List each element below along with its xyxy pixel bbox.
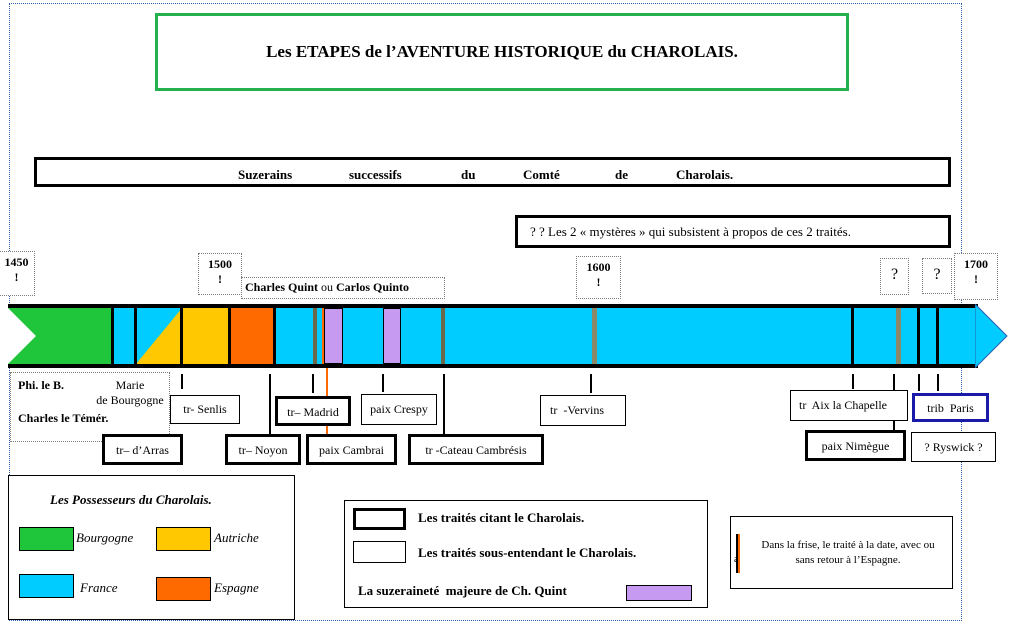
treaty-arras: tr– d’Arras <box>102 434 183 465</box>
swatch-traite-sous-entendant <box>353 541 406 563</box>
treaty-cambrai: paix Cambrai <box>306 434 397 465</box>
bar-tick-cambrai <box>322 308 324 364</box>
legend-suzerainete: La suzeraineté majeure de Ch. Quint <box>358 583 567 598</box>
bar-tick-arras <box>111 308 114 364</box>
timeline-bar <box>8 304 978 368</box>
connector-paris <box>937 374 939 391</box>
treaty-madrid: tr– Madrid <box>275 396 351 426</box>
bar-tick-paris <box>936 308 939 364</box>
page-title: Les ETAPES de l’AVENTURE HISTORIQUE du C… <box>155 13 849 91</box>
connector-noyon <box>269 374 271 436</box>
bar-tick-vervins <box>592 308 597 364</box>
mysteres-box: ? ? Les 2 « mystères » qui subsistent à … <box>515 215 951 248</box>
page-title-text: Les ETAPES de l’AVENTURE HISTORIQUE du C… <box>266 42 738 61</box>
legend-traite-citant: Les traités citant le Charolais. <box>418 510 585 525</box>
suzerains-word-4: Comté <box>523 167 560 182</box>
swatch-espagne <box>156 577 211 601</box>
treaty-ryswick: ? Ryswick ? <box>911 432 996 462</box>
treaty-cateau-cambresis: tr -Cateau Cambrésis <box>408 434 544 465</box>
legend-traites: Les traités citant le Charolais. Les tra… <box>344 500 708 608</box>
label-phi-le-b: Phi. le B. <box>18 378 65 392</box>
treaty-aix-la-chapelle: tr Aix la Chapelle <box>790 390 908 421</box>
bar-tick-marie <box>134 308 137 364</box>
charles-quint-block-1 <box>324 308 343 364</box>
charles-quint-name: Charles Quint <box>245 280 319 294</box>
bar-tick-madrid <box>313 308 317 364</box>
swatch-suzerainete <box>626 585 692 601</box>
date-1600: 1600 ! <box>576 256 621 299</box>
connector-vervins <box>590 374 592 393</box>
date-1700: 1700 ! <box>954 253 998 300</box>
swatch-bourgogne <box>19 527 74 551</box>
legend-possesseurs: Les Possesseurs du Charolais. Bourgogne … <box>8 475 295 620</box>
swatch-traite-citant <box>353 508 406 530</box>
connector-senlis <box>181 374 183 389</box>
treaty-paris: trib Paris <box>912 393 989 422</box>
mysteres-text: ? ? Les 2 « mystères » qui subsistent à … <box>530 224 851 239</box>
connector-ryswick <box>918 374 920 391</box>
suzerains-word-1: Suzerains <box>238 167 293 182</box>
connector-aix <box>852 374 854 389</box>
dukes-label-box: Phi. le B. Marie de Bourgogne Charles le… <box>10 372 170 442</box>
mystery-mark-2: ? <box>922 258 952 294</box>
label-charles-le-temer: Charles le Témér. <box>18 411 109 425</box>
treaty-crespy: paix Crespy <box>361 394 437 425</box>
bar-tick-senlis <box>180 308 183 364</box>
legend-autriche: Autriche <box>214 530 259 545</box>
swatch-autriche <box>156 527 211 551</box>
bar-tick-nimegue <box>896 308 901 364</box>
treaty-nimegue: paix Nimègue <box>805 430 906 461</box>
frise-sample-letter: a <box>734 554 739 565</box>
bar-tick-ryswick <box>917 308 920 364</box>
treaty-noyon: tr– Noyon <box>225 434 301 465</box>
bar-tick-aix <box>851 308 854 364</box>
swatch-france <box>19 574 74 598</box>
bar-tick-autriche-end <box>228 308 231 364</box>
legend-traite-sous-entendant: Les traités sous-entendant le Charolais. <box>418 545 637 560</box>
suzerains-word-2: successifs <box>349 167 402 182</box>
connector-madrid <box>312 374 314 393</box>
legend-bourgogne: Bourgogne <box>76 530 134 545</box>
charles-quint-label: Charles Quint ou Carlos Quinto <box>241 277 445 299</box>
connector-crespy <box>382 374 384 392</box>
suzerains-word-5: de <box>615 167 628 182</box>
suzerains-word-3: du <box>461 167 476 182</box>
timeline-end-arrow <box>975 304 1008 368</box>
segment-autriche-diagonal <box>136 308 182 364</box>
treaty-senlis: tr- Senlis <box>170 395 240 424</box>
suzerains-word-6: Charolais. <box>676 167 734 182</box>
legend-frise-text: Dans la frise, le traité à la date, avec… <box>761 539 935 566</box>
charles-quint-or: ou <box>318 280 337 294</box>
treaty-vervins: tr -Vervins <box>540 395 626 426</box>
legend-frise: a Dans la frise, le traité à la date, av… <box>730 516 953 589</box>
mystery-mark-1: ? <box>880 258 909 295</box>
suzerains-banner: Suzerains successifs du Comté de Charola… <box>34 157 951 187</box>
legend-france: France <box>80 580 118 595</box>
legend-possesseurs-title: Les Possesseurs du Charolais. <box>50 492 212 507</box>
connector-cateau <box>443 374 445 436</box>
charles-quint-block-2 <box>383 308 401 364</box>
carlos-quinto-name: Carlos Quinto <box>336 280 410 294</box>
bar-tick-noyon <box>273 308 276 364</box>
bar-tick-cateau <box>441 308 445 364</box>
date-1450: 1450 ! <box>0 251 35 296</box>
legend-espagne: Espagne <box>214 580 259 595</box>
date-1500: 1500 ! <box>198 253 242 295</box>
frise-sample-tick <box>736 534 740 573</box>
label-marie-de-bourgogne: Marie de Bourgogne <box>96 378 164 407</box>
segment-autriche <box>182 308 229 364</box>
segment-espagne <box>229 308 274 364</box>
timeline-start-arrow <box>8 308 36 364</box>
